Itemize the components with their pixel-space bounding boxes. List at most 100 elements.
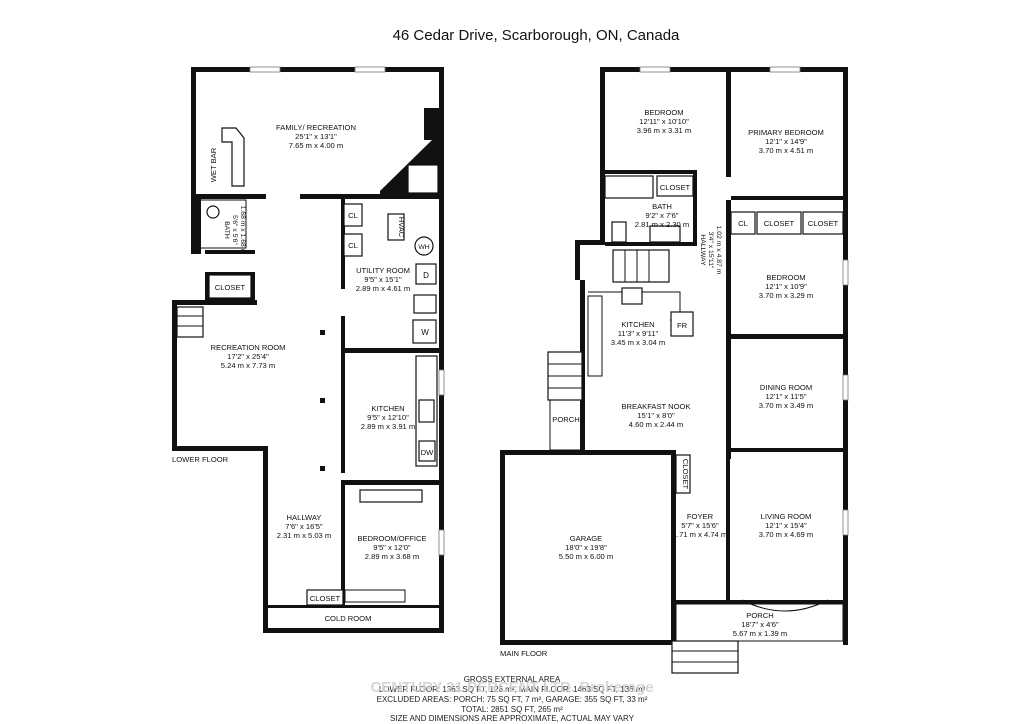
wall [600,67,605,245]
wall [172,300,177,450]
footer-line: TOTAL: 2851 SQ FT, 265 m² [461,705,563,714]
room-dims: 1.71 m x 4.74 m [673,530,727,539]
window [842,374,849,401]
column [320,330,325,335]
wall [191,67,196,198]
wall [341,316,345,354]
wall [439,67,444,632]
room-dims: 9'5" x 12'0" [373,543,411,552]
room-dims: 2.81 m x 2.30 m [635,220,689,229]
wall [191,67,444,72]
stairs [176,306,204,338]
room-dims: 5'6" x 5'6" [231,215,238,245]
wet-bar-counter [221,127,245,187]
window [438,369,445,396]
room-name: FOYER [687,512,714,521]
room-dims: 1.68 m x 1.68 m [239,206,246,255]
room-dims: 9'2" x 7'6" [645,211,679,220]
room-dims: 12'1" x 15'4" [765,521,807,530]
room-dims: 3.70 m x 4.69 m [759,530,813,539]
porch-steps [671,640,739,674]
wall [731,196,843,200]
room-dims: 12'1" x 11'5" [765,392,806,401]
room-name: CL [738,219,748,228]
room-dims: 5.67 m x 1.39 m [733,629,787,638]
room-dims: 3.45 m x 3.04 m [611,338,665,347]
wall [300,194,439,199]
room-name: PORCH [746,611,773,620]
room-name: BEDROOM [644,108,683,117]
water-heater [414,236,434,256]
wall [263,446,268,632]
room-dims: 25'1" x 13'1" [295,132,337,141]
wall [500,450,505,645]
room-dims: 18'7" x 4'6" [741,620,779,629]
window [438,529,445,556]
wall [731,334,843,339]
closet-box [675,454,691,494]
main-floor [500,66,849,674]
room-dims: 1.02 m x 4.87 m [715,226,722,275]
closet-box [656,175,694,197]
bay-window [741,599,829,612]
room-name: RECREATION ROOM [211,343,286,352]
window [354,66,386,73]
room-dims: 3.70 m x 3.49 m [759,401,813,410]
room-name: LIVING ROOM [761,512,812,521]
wall [341,199,345,289]
footer-line: EXCLUDED AREAS: PORCH: 75 SQ FT, 7 m², G… [377,695,648,704]
room-name: BEDROOM [766,273,805,282]
watermark: CENTURY 21 PERCENT LTD. Brokerage [370,679,653,696]
room-name: KITCHEN [371,404,404,413]
wall [341,480,439,485]
toilet [611,221,627,243]
wall [263,605,444,608]
room-dims: 12'1" x 10'9" [765,282,807,291]
fixture-label: HVAC [397,217,406,238]
wall [693,174,697,244]
wall [726,448,843,452]
wall [843,67,848,645]
wall [726,339,731,459]
closet-box [343,233,363,257]
room-dims: 4.60 m x 2.44 m [629,420,683,429]
wall [575,240,580,280]
room-dims: 2.89 m x 4.61 m [356,284,410,293]
wall [575,240,605,245]
room-dims: 15'1" x 8'0" [637,411,675,420]
column [320,466,325,471]
room-name: HALLWAY [287,513,322,522]
room-dims: 5.24 m x 7.73 m [221,361,275,370]
room-dims: 7.65 m x 4.00 m [289,141,343,150]
room-name: CLOSET [310,594,341,603]
wall [341,348,439,353]
room-dims: 3'4" x 15'11" [707,232,714,269]
closet-box [730,211,756,235]
stairs [612,249,670,283]
closet-box [306,589,344,606]
room-name: BATH [223,221,230,239]
room-name: CLOSET [660,183,691,192]
wall [671,455,676,645]
side-porch [549,399,583,451]
room-name: PORCH [552,415,579,424]
wall [605,242,697,246]
room-dims: 2.31 m x 5.03 m [277,531,331,540]
hvac-unit [387,213,405,241]
footer-line: GROSS EXTERNAL AREA [464,675,561,684]
room-dims: 9'5" x 12'10" [367,413,409,422]
room-name: GARAGE [570,534,603,543]
counter [587,295,603,377]
wall [196,194,266,199]
fixture-label: W [421,328,429,337]
wall [172,300,257,305]
lower-floor [172,66,445,633]
fixture-label: DW [421,448,434,457]
room-name: BATH [652,202,672,211]
footer-line: SIZE AND DIMENSIONS ARE APPROXIMATE, ACT… [390,714,635,723]
room-dims: 9'5" x 15'1" [364,275,402,284]
dryer [415,263,437,285]
room-name: KITCHEN [621,320,654,329]
wall [172,446,268,451]
